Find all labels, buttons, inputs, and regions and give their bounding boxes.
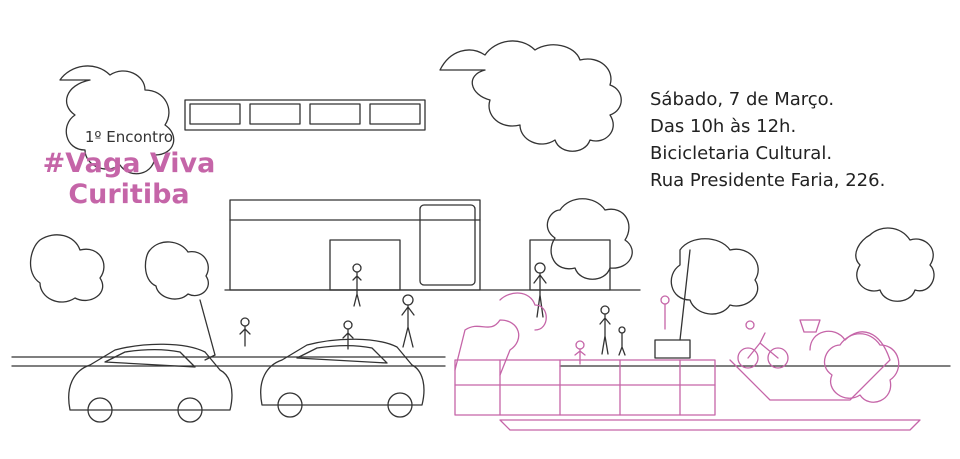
event-hashtag-line1: #Vaga Viva <box>42 148 216 179</box>
tree-foliage-center <box>670 238 759 315</box>
tree-foliage-left <box>59 65 175 175</box>
parklet-pink <box>454 292 921 431</box>
tree-foliage-left-low <box>29 234 105 303</box>
tree-foliage-top <box>439 40 622 152</box>
building-wall <box>229 199 481 291</box>
event-details: Sábado, 7 de Março. Das 10h às 12h. Bici… <box>650 86 885 194</box>
tree-foliage-mid <box>546 198 633 280</box>
tree-foliage-right <box>855 227 935 302</box>
tree-foliage-left2 <box>144 241 209 300</box>
event-edition: 1º Encontro <box>84 128 174 146</box>
event-venue: Bicicletaria Cultural. <box>650 143 833 164</box>
event-time: Das 10h às 12h. <box>650 116 797 137</box>
event-hashtag-line2: Curitiba <box>68 179 190 210</box>
event-title-block: 1º Encontro #Vaga Viva Curitiba <box>34 128 224 210</box>
car-right <box>260 338 425 418</box>
car-left <box>68 343 233 423</box>
pedestrians <box>239 262 626 356</box>
building-roof <box>184 99 426 131</box>
event-date: Sábado, 7 de Março. <box>650 89 835 110</box>
event-address: Rua Presidente Faria, 226. <box>650 170 886 191</box>
